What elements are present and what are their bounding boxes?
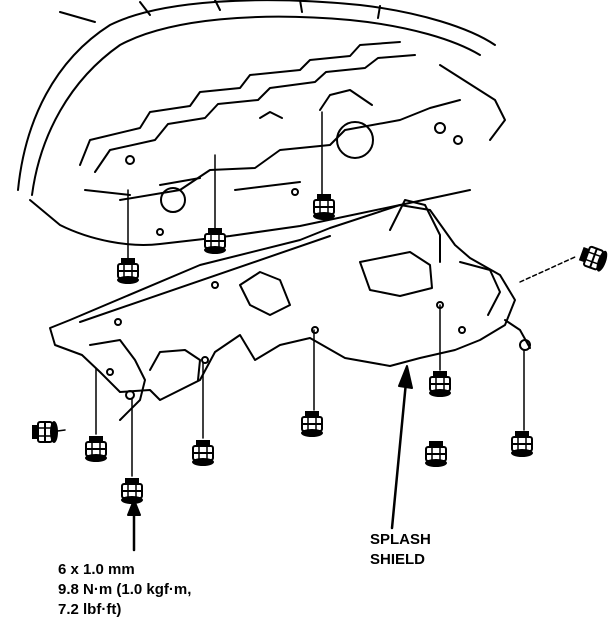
bolt-icon <box>116 257 140 285</box>
bolt-icon <box>31 420 59 444</box>
bolt-icon <box>84 435 108 463</box>
bolt-icon <box>120 477 144 505</box>
part-label-line2: SHIELD <box>370 551 426 568</box>
bolt-icon <box>428 370 452 398</box>
fastener-spec-callout: 6 x 1.0 mm 9.8 N·m (1.0 kgf·m, 7.2 lbf·f… <box>58 560 191 620</box>
torque-text-line1: 9.8 N·m (1.0 kgf·m, <box>58 581 192 598</box>
bolt-leader-lines <box>49 111 576 477</box>
bolt-icon <box>424 440 448 468</box>
bolt-icon <box>300 410 324 438</box>
splash-shield-label: SPLASH SHIELD <box>370 530 431 570</box>
callout-arrows <box>127 365 413 552</box>
arrow-up-icon <box>127 499 141 516</box>
arrow-up-icon <box>398 365 413 389</box>
bolt-icon <box>576 242 608 274</box>
bolt-icon <box>191 439 215 467</box>
bolt-size-text: 6 x 1.0 mm <box>58 561 135 578</box>
torque-text-line2: 7.2 lbf·ft) <box>58 601 122 618</box>
bolt-icon <box>203 227 227 255</box>
splash-shield-plate <box>49 199 531 421</box>
bolt-icon <box>510 430 534 458</box>
vehicle-underbody <box>17 0 506 247</box>
part-label-line1: SPLASH <box>370 531 431 548</box>
bolt-icon <box>312 193 336 221</box>
